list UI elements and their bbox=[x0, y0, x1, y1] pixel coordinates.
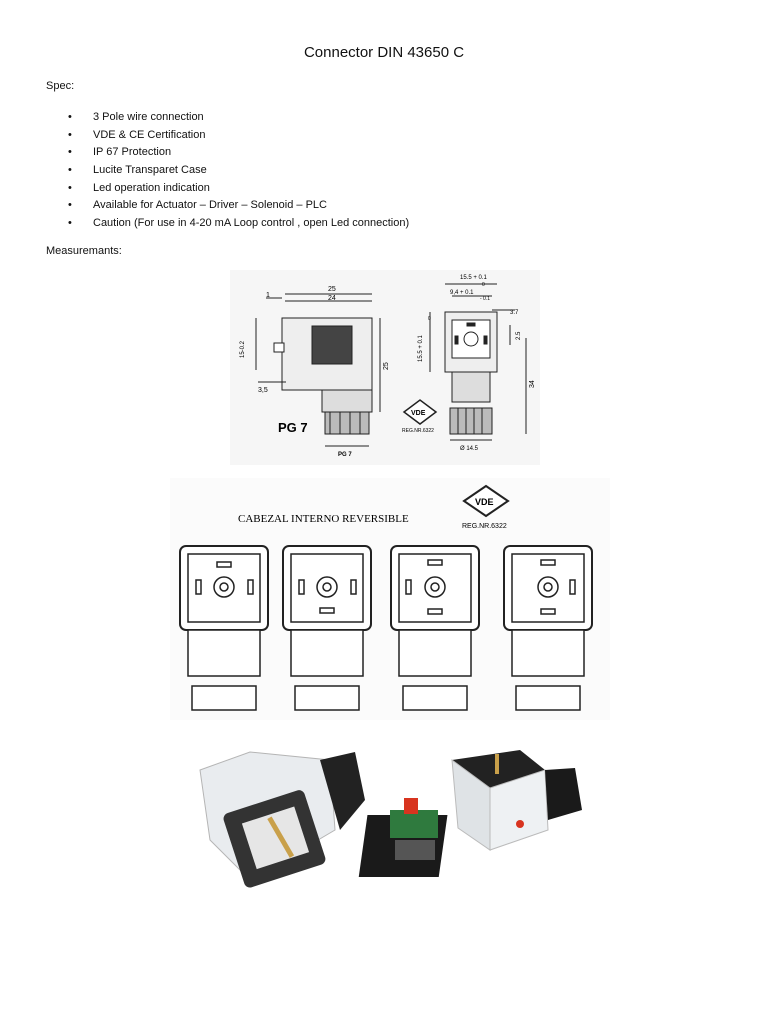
pcb-insert-photo bbox=[358, 798, 448, 877]
dim-label: 15.5 + 0.1 bbox=[418, 334, 424, 362]
spec-list: 3 Pole wire connection VDE & CE Certific… bbox=[68, 109, 409, 233]
spec-label: Spec: bbox=[46, 80, 75, 92]
dim-label: 15.5 + 0.1 bbox=[460, 275, 488, 281]
measurements-label: Measuremants: bbox=[46, 245, 122, 257]
dim-label: 0 bbox=[482, 282, 485, 288]
front-view bbox=[429, 283, 527, 441]
vde-logo: VDE bbox=[402, 399, 438, 425]
transparent-connector-photo bbox=[199, 751, 365, 888]
connector-variant bbox=[503, 545, 593, 711]
document-title: Connector DIN 43650 C bbox=[303, 44, 465, 61]
dim-label: 25 bbox=[328, 286, 336, 293]
spec-item: Led operation indication bbox=[68, 180, 409, 198]
product-photos bbox=[190, 740, 590, 890]
spec-item: IP 67 Protection bbox=[68, 144, 409, 162]
dim-label: 2.5 bbox=[516, 331, 522, 340]
spec-item: 3 Pole wire connection bbox=[68, 109, 409, 127]
dimension-drawing: 25 24 1 15-0.2 3,5 25 PG 7 PG 7 VDE REG.… bbox=[230, 270, 540, 465]
dim-label: 3.7 bbox=[510, 310, 519, 316]
spec-item: Available for Actuator – Driver – Soleno… bbox=[68, 197, 409, 215]
svg-text:VDE: VDE bbox=[475, 497, 494, 507]
reversible-caption: CABEZAL INTERNO REVERSIBLE bbox=[238, 513, 409, 525]
dim-label: 24 bbox=[328, 295, 336, 302]
spec-item: Caution (For use in 4-20 mA Loop control… bbox=[68, 215, 409, 233]
connector-variant bbox=[282, 545, 372, 711]
reg-number: REG.NR.6322 bbox=[402, 428, 434, 434]
black-top-connector-photo bbox=[451, 750, 582, 851]
reversible-drawing: CABEZAL INTERNO REVERSIBLE VDE REG.NR.63… bbox=[170, 478, 610, 720]
spec-item: VDE & CE Certification bbox=[68, 127, 409, 145]
dim-label: 34 bbox=[529, 380, 536, 388]
connector-variant bbox=[179, 545, 269, 711]
dim-label: Ø 14.5 bbox=[460, 446, 479, 452]
dim-label: PG 7 bbox=[338, 452, 352, 458]
dim-label: 1 bbox=[266, 292, 270, 299]
dim-label: - 0.1 bbox=[480, 296, 490, 302]
dim-label: 15-0.2 bbox=[240, 340, 246, 358]
dim-label: 25 bbox=[383, 362, 390, 370]
connector-variant bbox=[390, 545, 480, 711]
svg-text:VDE: VDE bbox=[411, 410, 426, 417]
dim-label: 3,5 bbox=[258, 387, 268, 394]
vde-logo: VDE bbox=[462, 484, 510, 518]
spec-item: Lucite Transparet Case bbox=[68, 162, 409, 180]
side-view bbox=[255, 293, 381, 447]
pg7-label: PG 7 bbox=[278, 420, 308, 435]
dim-label: 9,4 + 0.1 bbox=[450, 290, 474, 296]
dim-label: 0 bbox=[428, 316, 431, 322]
reg-number: REG.NR.6322 bbox=[462, 523, 507, 530]
